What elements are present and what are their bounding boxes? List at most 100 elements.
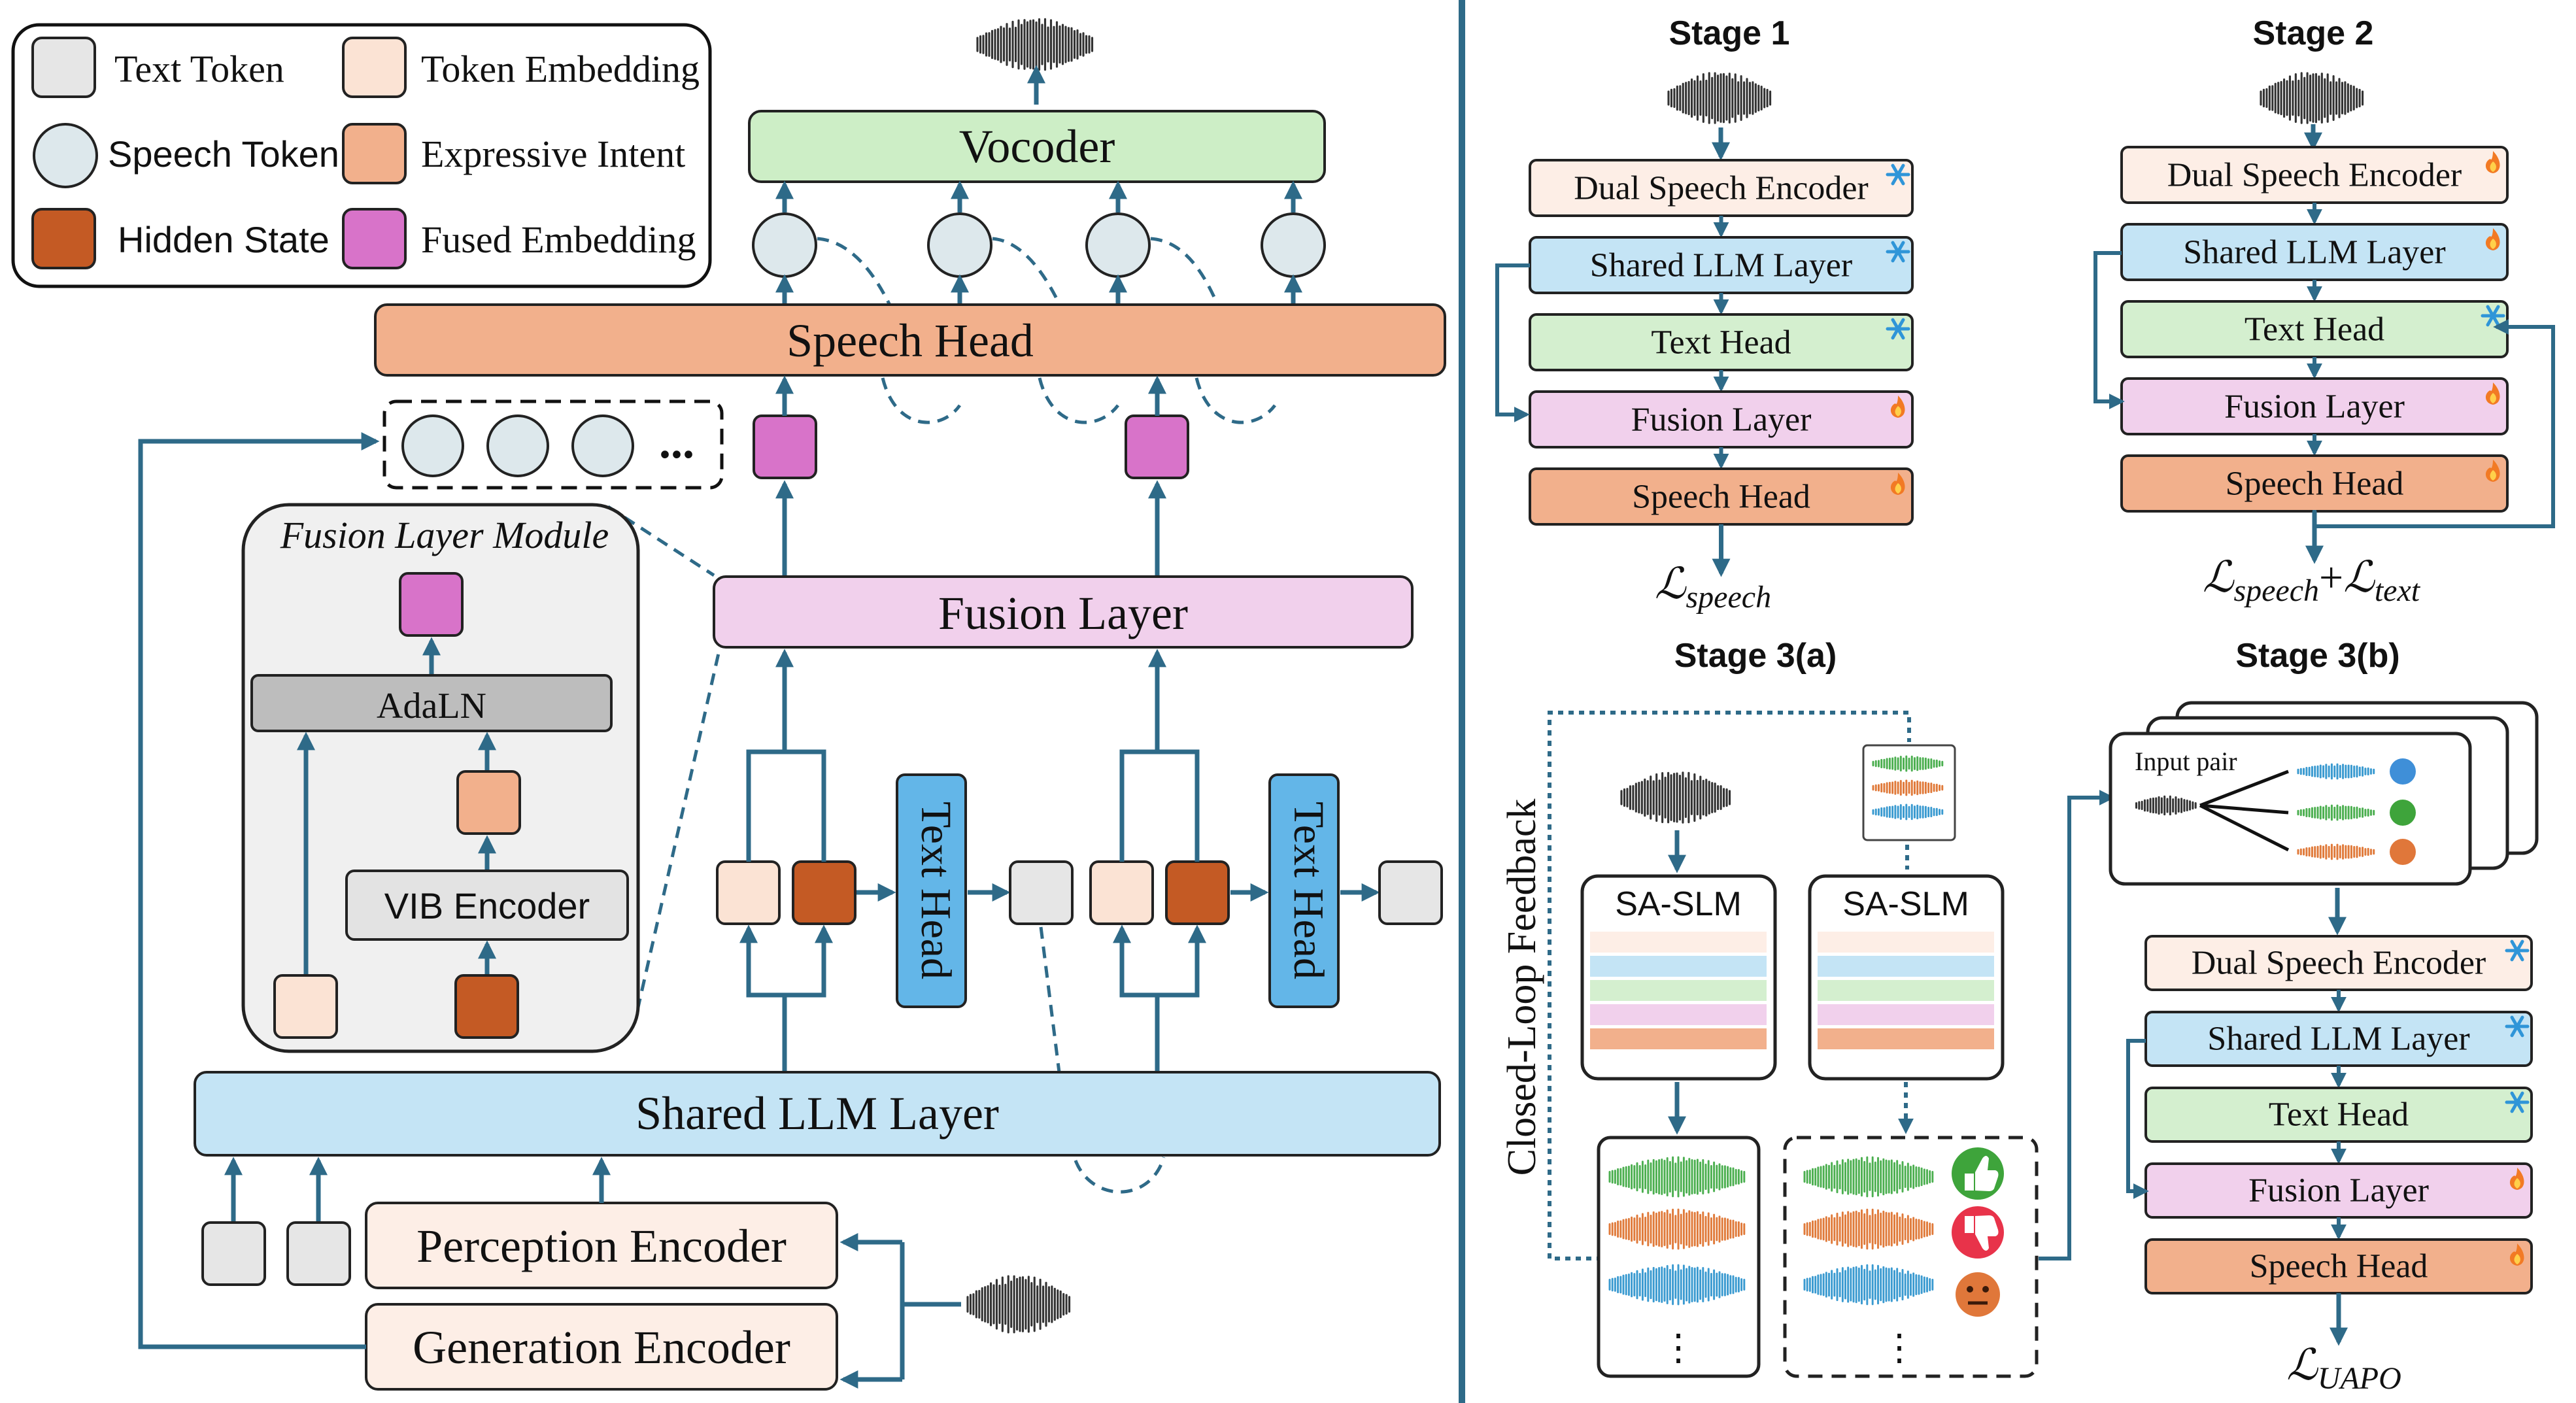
stage3a-panel: Stage 3(a) Closed-Loop Feedback SA-SLM S…: [1500, 637, 2115, 1378]
stage-block-speech-head: Speech Head: [1529, 467, 1914, 526]
trainable-flame-icon: [2509, 1168, 2524, 1190]
stage1-loss: ℒspeech: [1655, 560, 1771, 615]
thumbs-up-icon: [2390, 800, 2416, 826]
stage-block-label: Text Head: [2245, 311, 2384, 348]
frozen-snowflake-icon: [1886, 163, 1910, 186]
thumbs-down-icon: [1952, 1206, 2004, 1259]
stage-block-label: Speech Head: [2250, 1247, 2428, 1285]
stage3b-panel: Stage 3(b) Input pair Dual Speech Encode…: [2109, 637, 2539, 1396]
stage-block-label: Shared LLM Layer: [2183, 234, 2445, 271]
legend-fused-embedding-swatch: [342, 208, 407, 269]
stage-block-dual-speech-encoder: Dual Speech Encoder: [2120, 146, 2509, 204]
text-head-block: [896, 773, 967, 1008]
legend-speech-token-label: Speech Token: [108, 133, 339, 175]
stage-block-fusion-layer: Fusion Layer: [2144, 1162, 2533, 1219]
trainable-flame-icon: [2485, 382, 2500, 405]
fused-embedding-token: [399, 572, 464, 637]
legend-fused-embedding-label: Fused Embedding: [421, 218, 696, 261]
legend-speech-token-swatch: [33, 123, 98, 188]
vib-encoder-label: VIB Encoder: [384, 885, 590, 926]
adaln-block: [250, 674, 613, 732]
fused-embedding-token: [753, 414, 817, 479]
legend-token-embedding-label: Token Embedding: [421, 48, 700, 90]
stage3b-title: Stage 3(b): [2235, 637, 2399, 675]
speech-token: [1261, 212, 1326, 278]
speech-token: [1085, 212, 1151, 278]
thumbs-down-icon: [2390, 839, 2416, 865]
legend-hidden-state-swatch: [31, 208, 96, 269]
text-token: [1009, 860, 1074, 925]
stage-block-shared-llm-layer: Shared LLM Layer: [1529, 236, 1914, 294]
stage-block-speech-head: Speech Head: [2144, 1238, 2533, 1294]
legend-hidden-state-label: Hidden State: [118, 219, 330, 260]
stage-block-label: Text Head: [2269, 1096, 2409, 1133]
vocoder-block: [748, 110, 1326, 183]
input-waveform-icon: [966, 1275, 1071, 1334]
text-head-label: Text Head: [912, 802, 960, 979]
stage-block-text-head: Text Head: [2120, 300, 2509, 358]
text-head-label: Text Head: [1285, 802, 1332, 979]
thumbs-up-icon: [1952, 1147, 2004, 1200]
token-embedding-token: [273, 974, 338, 1039]
speech-head-block: [374, 303, 1446, 377]
legend-text-token-label: Text Token: [114, 48, 284, 90]
stage-block-dual-speech-encoder: Dual Speech Encoder: [1529, 159, 1914, 217]
stage-block-speech-head: Speech Head: [2120, 454, 2509, 513]
speech-token: [927, 212, 992, 278]
fusion-layer-label: Fusion Layer: [938, 587, 1188, 639]
stage-block-label: Fusion Layer: [2224, 388, 2405, 426]
expressive-intent-token: [456, 770, 521, 835]
frozen-snowflake-icon: [2505, 1015, 2530, 1038]
hidden-state-token: [1165, 860, 1230, 925]
stage2-loss: ℒspeech+ℒtext: [2203, 554, 2421, 608]
stage2-title: Stage 2: [2253, 14, 2374, 52]
token-embedding-token: [716, 860, 781, 925]
closed-loop-feedback-label: Closed-Loop Feedback: [1500, 799, 1544, 1176]
hidden-token-group-2: Text Head: [1089, 649, 1443, 1072]
legend-expressive-intent-swatch: [342, 123, 407, 184]
stage3a-waveform-icon: [1620, 771, 1731, 824]
stage-block-dual-speech-encoder: Dual Speech Encoder: [2144, 935, 2533, 991]
vocoder-label: Vocoder: [959, 120, 1115, 173]
stage-block-label: Speech Head: [1632, 479, 1810, 516]
stage-block-shared-llm-layer: Shared LLM Layer: [2144, 1011, 2533, 1067]
generated-more-dots: ⋮: [1660, 1328, 1697, 1368]
stage-block-label: Dual Speech Encoder: [2192, 944, 2486, 981]
perception-encoder-label: Perception Encoder: [416, 1220, 787, 1272]
stage-block-label: Fusion Layer: [1631, 401, 1812, 439]
trainable-flame-icon: [1890, 396, 1905, 418]
text-token: [286, 1221, 351, 1286]
rated-more-dots: ⋮: [1881, 1328, 1918, 1368]
stage-block-label: Text Head: [1651, 324, 1791, 362]
speech-token: [486, 414, 549, 477]
stage-block-shared-llm-layer: Shared LLM Layer: [2120, 223, 2509, 281]
trainable-flame-icon: [2485, 228, 2500, 250]
shared-llm-block: [194, 1071, 1441, 1157]
hidden-state-token: [792, 860, 856, 925]
frozen-snowflake-icon: [2505, 939, 2530, 962]
output-waveform-icon: [976, 18, 1094, 71]
trainable-flame-icon: [2509, 1243, 2524, 1266]
text-token: [201, 1221, 266, 1286]
legend-expressive-intent-label: Expressive Intent: [421, 133, 685, 175]
neutral-face-icon: [1956, 1272, 2000, 1317]
fusion-layer-block: [713, 575, 1414, 649]
stage2-waveform-icon: [2260, 72, 2364, 124]
fusion-module-title: Fusion Layer Module: [280, 514, 609, 556]
shared-llm-label: Shared LLM Layer: [636, 1087, 999, 1140]
stage-block-fusion-layer: Fusion Layer: [2120, 377, 2509, 435]
stage-block-text-head: Text Head: [1529, 313, 1914, 371]
legend-token-embedding-swatch: [342, 37, 407, 98]
generation-encoder-label: Generation Encoder: [413, 1321, 790, 1374]
sa-slm-label: SA-SLM: [1615, 885, 1742, 923]
text-head-block: [1268, 773, 1340, 1008]
adaln-label: AdaLN: [377, 686, 486, 726]
text-token: [1378, 860, 1443, 925]
legend-text-token-swatch: [31, 37, 96, 98]
speech-token-row: [752, 180, 1326, 334]
speech-token: [752, 212, 817, 278]
generated-waveforms-box: [1597, 1136, 1761, 1378]
legend: Text Token Token Embedding Speech Token …: [11, 23, 712, 288]
